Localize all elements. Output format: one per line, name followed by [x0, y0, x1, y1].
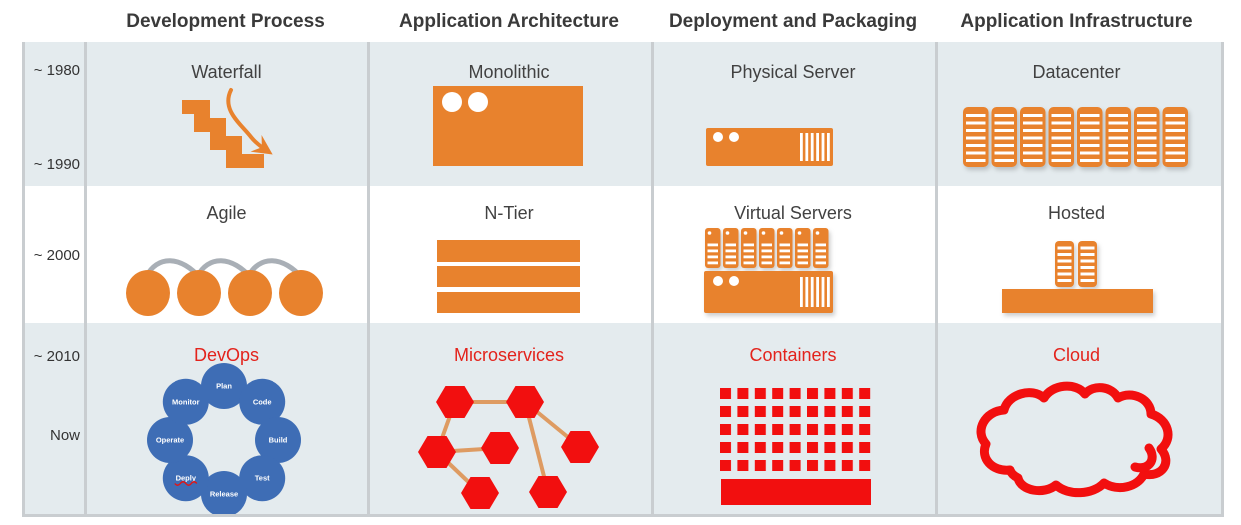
service-hexagon — [461, 477, 499, 509]
hosted-icon — [1002, 241, 1153, 313]
hosted-label: Hosted — [1047, 203, 1106, 223]
container-host-bar — [721, 479, 871, 505]
monolithic-icon — [433, 86, 583, 166]
server-rack-icon — [1078, 241, 1097, 287]
server-rack-icon — [1055, 241, 1074, 287]
devops-step-label: Test — [255, 474, 270, 483]
devops-step-label: Code — [253, 397, 272, 406]
grid-divider — [84, 42, 87, 514]
devops-step-monitor — [162, 378, 209, 425]
devops-step-deploy — [162, 455, 209, 502]
grid-divider — [367, 42, 370, 514]
virtual-servers-icon — [704, 228, 833, 313]
service-hexagon — [481, 432, 519, 464]
evolution-table: ~ 1980 ~ 1990 ~ 2000 ~ 2010 Now Waterfal… — [22, 42, 1224, 517]
physical-server-icon — [706, 128, 833, 166]
server-rack-icon — [1134, 107, 1160, 167]
devops-step-label: Deply — [176, 474, 197, 483]
hosting-platform-bar — [1002, 289, 1153, 313]
devops-step-plan — [201, 363, 247, 409]
n-tier-label: N-Tier — [484, 203, 534, 223]
header-application-infrastructure: Application Infrastructure — [960, 11, 1193, 32]
server-rack-icon — [1077, 107, 1103, 167]
grid-divider — [651, 42, 654, 514]
cloud-curl — [1130, 443, 1157, 473]
server-rack-icon — [991, 107, 1017, 167]
devops-cycle-icon: Plan Code Build Test Release Deply Opera… — [147, 363, 301, 514]
physical-server-label: Physical Server — [730, 62, 856, 82]
devops-step-code — [239, 378, 286, 425]
virtual-server-rack-icon — [777, 228, 793, 268]
waterfall-label: Waterfall — [191, 62, 262, 82]
server-vent-stripes — [800, 133, 830, 161]
server-rack-icon — [1105, 107, 1131, 167]
virtual-servers-label: Virtual Servers — [734, 203, 852, 223]
devops-step-label: Operate — [156, 436, 184, 445]
containers-label: Containers — [749, 345, 837, 365]
server-rack-icon — [1162, 107, 1188, 167]
virtual-server-rack-icon — [741, 228, 757, 268]
server-rack-icon — [1020, 107, 1046, 167]
virtual-server-rack-icon — [705, 228, 721, 268]
datacenter-label: Datacenter — [1032, 62, 1121, 82]
service-hexagon — [436, 386, 474, 418]
service-hexagon — [529, 476, 567, 508]
microservices-icon — [418, 386, 599, 509]
grid-divider — [935, 42, 938, 514]
devops-step-label: Plan — [216, 382, 232, 391]
waterfall-icon — [182, 88, 273, 168]
host-server-icon — [704, 271, 833, 313]
misspelling-squiggle — [174, 481, 198, 486]
devops-step-operate — [147, 417, 193, 463]
datacenter-icon — [963, 107, 1188, 167]
server-rack-icon — [1048, 107, 1074, 167]
agile-label: Agile — [206, 203, 247, 223]
timeline-label-1980: ~ 1980 — [33, 62, 80, 79]
container-grid — [720, 388, 871, 472]
devops-step-test — [239, 455, 286, 502]
devops-label: DevOps — [193, 345, 260, 365]
agile-icon — [126, 258, 323, 316]
timeline-label-2010: ~ 2010 — [33, 348, 80, 365]
devops-step-label: Release — [210, 490, 238, 499]
monolithic-label: Monolithic — [468, 62, 550, 82]
server-rack-icon — [963, 107, 989, 167]
devops-step-label: Build — [269, 436, 288, 445]
header-development-process: Development Process — [126, 11, 325, 32]
service-hexagon — [561, 431, 599, 463]
virtual-server-rack-icon — [813, 228, 829, 268]
header-application-architecture: Application Architecture — [399, 11, 619, 32]
cloud-icon — [976, 381, 1173, 498]
virtual-server-rack-icon — [723, 228, 739, 268]
n-tier-icon — [437, 240, 580, 313]
header-deployment-packaging: Deployment and Packaging — [668, 11, 918, 32]
virtual-server-rack-icon — [795, 228, 811, 268]
timeline-label-now: Now — [49, 427, 80, 444]
timeline-label-2000: ~ 2000 — [33, 247, 80, 264]
containers-icon — [720, 388, 871, 505]
microservices-label: Microservices — [453, 345, 564, 365]
cloud-label: Cloud — [1052, 345, 1101, 365]
devops-step-label: Monitor — [172, 397, 200, 406]
devops-step-release — [201, 471, 247, 514]
timeline-label-1990: ~ 1990 — [33, 156, 80, 173]
devops-step-build — [255, 417, 301, 463]
service-hexagon — [418, 436, 456, 468]
virtual-server-rack-icon — [759, 228, 775, 268]
service-hexagon — [506, 386, 544, 418]
